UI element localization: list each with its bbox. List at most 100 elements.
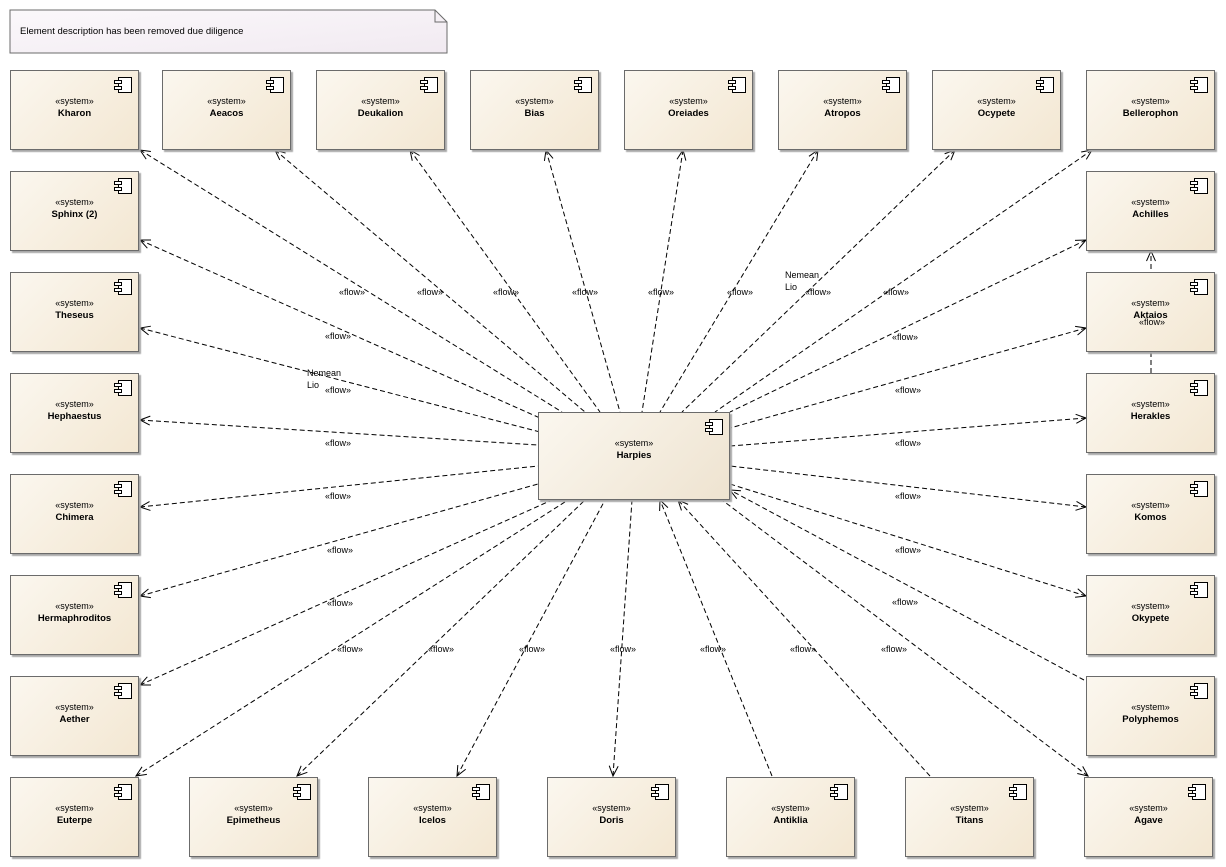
node-name: Kharon bbox=[57, 108, 92, 119]
flow-label: «flow» bbox=[699, 644, 727, 654]
system-node-aeacos[interactable]: «system»Aeacos bbox=[162, 70, 291, 150]
system-node-doris[interactable]: «system»Doris bbox=[547, 777, 676, 857]
system-node-bias[interactable]: «system»Bias bbox=[470, 70, 599, 150]
stereotype-label: «system» bbox=[950, 803, 989, 813]
node-name: Antiklia bbox=[773, 815, 808, 826]
node-name: Theseus bbox=[55, 310, 94, 321]
system-node-sphinx-2[interactable]: «system»Sphinx (2) bbox=[10, 171, 139, 251]
flow-arrowhead bbox=[677, 499, 689, 511]
flow-label: «flow» bbox=[427, 644, 455, 654]
flow-connector[interactable] bbox=[139, 239, 541, 419]
system-node-aether[interactable]: «system»Aether bbox=[10, 676, 139, 756]
system-node-theseus[interactable]: «system»Theseus bbox=[10, 272, 139, 352]
flow-label: «flow» bbox=[324, 331, 352, 341]
stereotype-label: «system» bbox=[55, 500, 94, 510]
system-node-antiklia[interactable]: «system» Antiklia bbox=[726, 777, 855, 857]
flow-connector[interactable] bbox=[641, 149, 684, 413]
flow-label: «flow» bbox=[326, 545, 354, 555]
system-node-icelos[interactable]: «system»Icelos bbox=[368, 777, 497, 857]
flow-label: «flow» bbox=[571, 287, 599, 297]
system-node-kharon[interactable]: «system»Kharon bbox=[10, 70, 139, 150]
system-node-oreiades[interactable]: «system»Oreiades bbox=[624, 70, 753, 150]
system-node-polyphemos[interactable]: «system»Polyphemos bbox=[1086, 676, 1215, 756]
flow-connector[interactable] bbox=[714, 149, 1093, 413]
flow-connector[interactable] bbox=[456, 499, 606, 777]
system-node-euterpe[interactable]: «system»Euterpe bbox=[10, 777, 139, 857]
flow-connector[interactable] bbox=[612, 499, 633, 777]
node-name: Epimetheus bbox=[226, 815, 281, 826]
flow-connector[interactable] bbox=[139, 419, 539, 446]
stereotype-label: «system» bbox=[234, 803, 273, 813]
system-node-epimetheus[interactable]: «system» Epimetheus bbox=[189, 777, 318, 857]
flow-arrowhead bbox=[808, 148, 819, 161]
system-node-harpies[interactable]: «system»Harpies bbox=[538, 412, 730, 500]
component-icon bbox=[1190, 279, 1208, 295]
flow-connector[interactable] bbox=[681, 149, 956, 413]
system-node-ocypete[interactable]: «system»Ocypete bbox=[932, 70, 1061, 150]
component-icon bbox=[420, 77, 438, 93]
flow-connector[interactable] bbox=[139, 149, 563, 413]
flow-label: «flow» bbox=[324, 385, 352, 395]
system-node-achilles[interactable]: «system»Achilles bbox=[1086, 171, 1215, 251]
node-name: Titans bbox=[955, 815, 984, 826]
system-node-herakles[interactable]: «system»Herakles bbox=[1086, 373, 1215, 453]
flow-arrowhead bbox=[944, 149, 956, 161]
stereotype-label: «system» bbox=[55, 197, 94, 207]
component-icon bbox=[705, 419, 723, 435]
flow-connector[interactable] bbox=[729, 417, 1087, 447]
flow-label: «flow» bbox=[416, 287, 444, 297]
flow-connector[interactable] bbox=[296, 499, 586, 777]
flow-connector[interactable] bbox=[409, 149, 601, 413]
system-node-titans[interactable]: «system» Titans bbox=[905, 777, 1034, 857]
flow-connector[interactable] bbox=[545, 149, 621, 413]
flow-label: «flow» bbox=[804, 287, 832, 297]
system-node-komos[interactable]: «system»Komos bbox=[1086, 474, 1215, 554]
flow-connector[interactable] bbox=[139, 483, 539, 597]
flow-connector[interactable] bbox=[135, 499, 569, 777]
flow-connector[interactable] bbox=[729, 465, 1087, 508]
system-node-deukalion[interactable]: «system»Deukalion bbox=[316, 70, 445, 150]
flow-connector[interactable] bbox=[729, 483, 1087, 597]
flow-connector[interactable] bbox=[729, 489, 1085, 681]
component-icon bbox=[114, 784, 132, 800]
node-name: Euterpe bbox=[56, 815, 93, 826]
flow-connector[interactable] bbox=[139, 327, 541, 433]
system-node-aktaios[interactable]: «system»Aktaios bbox=[1086, 272, 1215, 352]
flow-arrowhead bbox=[138, 676, 152, 686]
system-node-hermaphroditos[interactable]: «system»Hermaphroditos bbox=[10, 575, 139, 655]
system-node-chimera[interactable]: «system» Chimera bbox=[10, 474, 139, 554]
node-name: Chimera bbox=[55, 512, 94, 523]
stereotype-label: «system» bbox=[771, 803, 810, 813]
system-node-bellerophon[interactable]: «system»Bellerophon bbox=[1086, 70, 1215, 150]
stereotype-label: «system» bbox=[1131, 399, 1170, 409]
note[interactable]: Element description has been removed due… bbox=[10, 10, 447, 53]
component-icon bbox=[1188, 784, 1206, 800]
stereotype-label: «system» bbox=[1129, 803, 1168, 813]
flow-label: «flow» bbox=[492, 287, 520, 297]
stereotype-label: «system» bbox=[1131, 197, 1170, 207]
flow-connector[interactable] bbox=[139, 499, 553, 686]
flow-label: «flow» bbox=[891, 597, 919, 607]
flow-arrowhead bbox=[138, 325, 151, 336]
flow-connector[interactable] bbox=[139, 465, 539, 508]
flow-connector[interactable] bbox=[274, 149, 586, 413]
flow-connector[interactable] bbox=[729, 239, 1087, 413]
flow-arrowhead bbox=[138, 149, 151, 160]
system-node-agave[interactable]: «system»Agave bbox=[1084, 777, 1213, 857]
node-name: Hermaphroditos bbox=[37, 613, 112, 624]
flow-connector[interactable] bbox=[729, 327, 1087, 429]
flow-connector[interactable] bbox=[677, 499, 931, 777]
component-icon bbox=[1009, 784, 1027, 800]
flow-connector[interactable] bbox=[721, 499, 1089, 777]
flow-label: «flow» bbox=[338, 287, 366, 297]
system-node-hephaestus[interactable]: «system»Hephaestus bbox=[10, 373, 139, 453]
node-name: Bellerophon bbox=[1122, 108, 1179, 119]
flow-arrowhead bbox=[456, 764, 467, 778]
node-name: Hephaestus bbox=[47, 411, 102, 422]
system-node-okypete[interactable]: «system»Okypete bbox=[1086, 575, 1215, 655]
flow-label: «flow» bbox=[894, 438, 922, 448]
flow-connector[interactable] bbox=[659, 499, 773, 777]
flow-connector[interactable] bbox=[659, 149, 819, 413]
system-node-atropos[interactable]: «system»Atropos bbox=[778, 70, 907, 150]
